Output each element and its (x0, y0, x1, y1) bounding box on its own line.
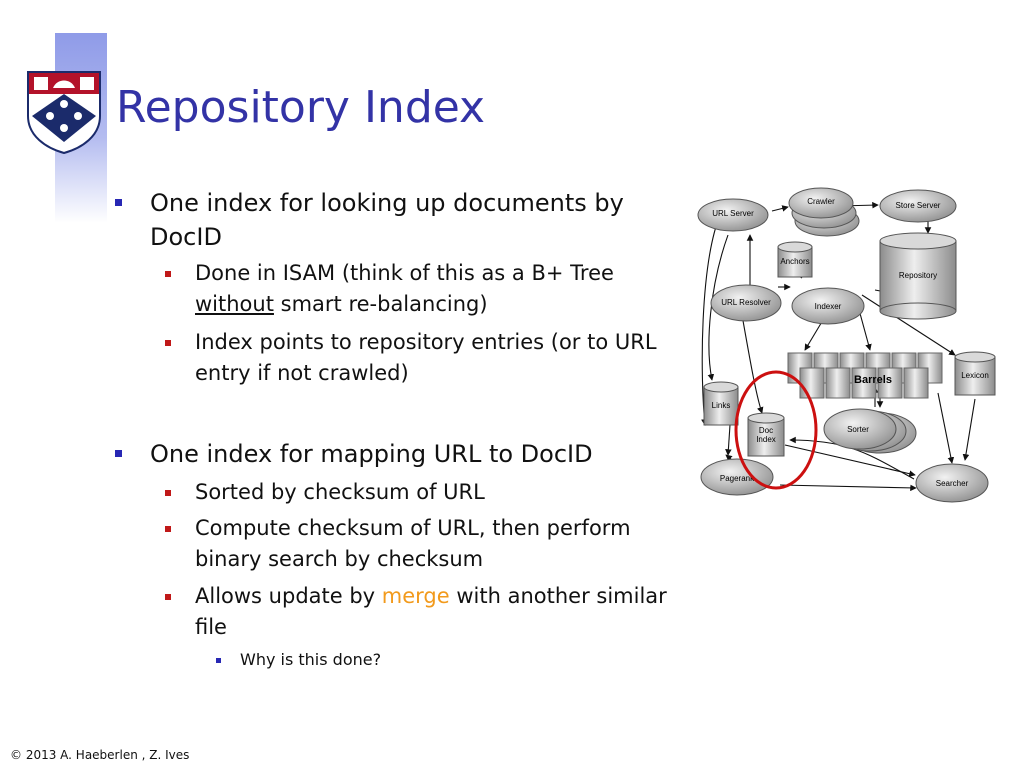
highlight-circle (734, 370, 818, 490)
penn-shield-logo (27, 71, 101, 154)
crawler-node: Crawler (788, 187, 860, 237)
svg-text:Store Server: Store Server (896, 201, 941, 210)
repository-node: Repository (879, 232, 957, 320)
barrels-node: Barrels (787, 352, 943, 399)
emphasis-without: without (195, 292, 274, 316)
bullet-marker (216, 658, 221, 663)
sub-bullet-isam: Done in ISAM (think of this as a B+ Tree… (165, 258, 675, 320)
slide-title: Repository Index (116, 82, 486, 133)
highlight-merge: merge (381, 584, 450, 608)
bullet-docid-index: One index for looking up documents by Do… (115, 186, 670, 254)
svg-text:Barrels: Barrels (854, 374, 892, 386)
svg-text:URL Resolver: URL Resolver (721, 298, 771, 307)
svg-text:Anchors: Anchors (780, 257, 809, 266)
sub-bullet-merge: Allows update by merge with another simi… (165, 581, 675, 643)
bullet-marker (165, 271, 171, 277)
svg-text:Index: Index (756, 435, 776, 444)
doc-index-node: Doc Index (747, 412, 785, 457)
svg-text:Lexicon: Lexicon (961, 371, 989, 380)
anchors-node: Anchors (777, 241, 813, 278)
pagerank-node: Pagerank (700, 458, 774, 496)
footer-copyright: © 2013 A. Haeberlen , Z. Ives (10, 748, 190, 762)
google-architecture-diagram: Crawler URL Server Store Server Reposito… (697, 187, 996, 503)
sub-bullet-index-points: Index points to repository entries (or t… (165, 327, 675, 389)
sub-sub-bullet-why: Why is this done? (216, 649, 640, 671)
svg-text:Crawler: Crawler (807, 197, 835, 206)
url-server-node: URL Server (697, 198, 769, 232)
links-node: Links (703, 381, 739, 426)
sub-bullet-checksum: Compute checksum of URL, then perform bi… (165, 513, 675, 575)
bullet-marker (165, 490, 171, 496)
svg-text:URL Server: URL Server (712, 209, 754, 218)
bullet-marker (115, 199, 122, 206)
lexicon-node: Lexicon (954, 351, 996, 396)
svg-text:Searcher: Searcher (936, 479, 969, 488)
svg-text:Pagerank: Pagerank (720, 474, 755, 483)
store-server-node: Store Server (879, 189, 957, 223)
svg-text:Indexer: Indexer (815, 302, 842, 311)
bullet-marker (115, 450, 122, 457)
sorter-node: Sorter (823, 408, 917, 454)
url-resolver-node: URL Resolver (710, 284, 782, 322)
svg-text:Doc: Doc (759, 426, 773, 435)
bullet-marker (165, 594, 171, 600)
bullet-url-docid-index: One index for mapping URL to DocID (115, 437, 670, 471)
svg-text:Repository: Repository (899, 271, 937, 280)
sub-bullet-sorted: Sorted by checksum of URL (165, 477, 675, 508)
indexer-node: Indexer (791, 287, 865, 325)
bullet-list: One index for looking up documents by Do… (115, 186, 675, 671)
svg-text:Sorter: Sorter (847, 425, 869, 434)
bullet-marker (165, 526, 171, 532)
bullet-marker (165, 340, 171, 346)
svg-text:Links: Links (712, 401, 731, 410)
searcher-node: Searcher (915, 463, 989, 503)
